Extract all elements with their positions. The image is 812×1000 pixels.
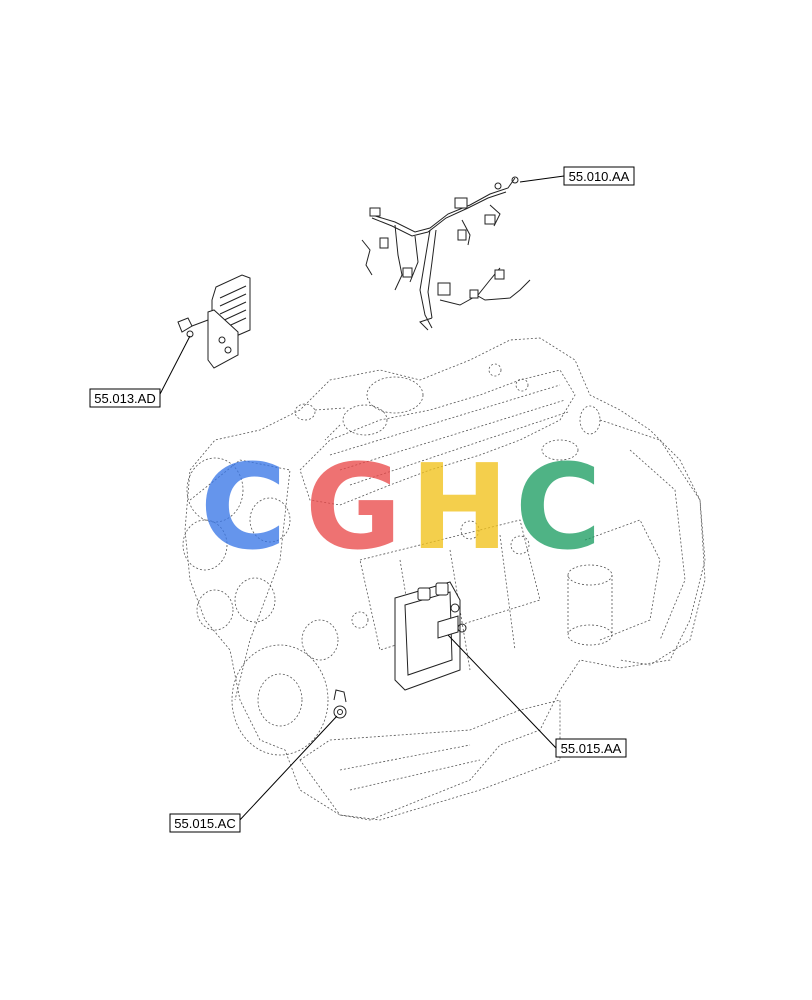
watermark-letter: G	[305, 438, 402, 576]
ecu-illustration	[394, 581, 467, 691]
callout-filter-bracket[interactable]: 55.013.AD	[89, 388, 161, 408]
callout-label-filter-bracket: 55.013.AD	[94, 391, 155, 406]
sensor-illustration	[333, 689, 347, 719]
leader-line-filter-bracket	[157, 335, 191, 399]
watermark-letter: H	[410, 438, 509, 576]
callout-wiring-harness[interactable]: 55.010.AA	[563, 166, 635, 186]
wiring-harness-illustration	[361, 176, 531, 331]
callout-label-ecu: 55.015.AA	[561, 741, 622, 756]
callout-label-sensor: 55.015.AC	[174, 816, 235, 831]
watermark-letter: C	[515, 438, 602, 576]
filter-bracket-illustration	[177, 274, 251, 369]
watermark-logo: C G H C	[200, 438, 602, 576]
leader-line-sensor	[237, 715, 338, 823]
engine-illustration	[182, 337, 706, 821]
callout-label-wiring-harness: 55.010.AA	[569, 169, 630, 184]
leader-line-ecu	[447, 634, 557, 749]
leader-lines	[157, 175, 565, 823]
callout-ecu[interactable]: 55.015.AA	[555, 738, 627, 758]
watermark-letter: C	[200, 438, 287, 576]
callout-sensor[interactable]: 55.015.AC	[169, 813, 241, 833]
leader-line-wiring-harness	[519, 175, 565, 183]
